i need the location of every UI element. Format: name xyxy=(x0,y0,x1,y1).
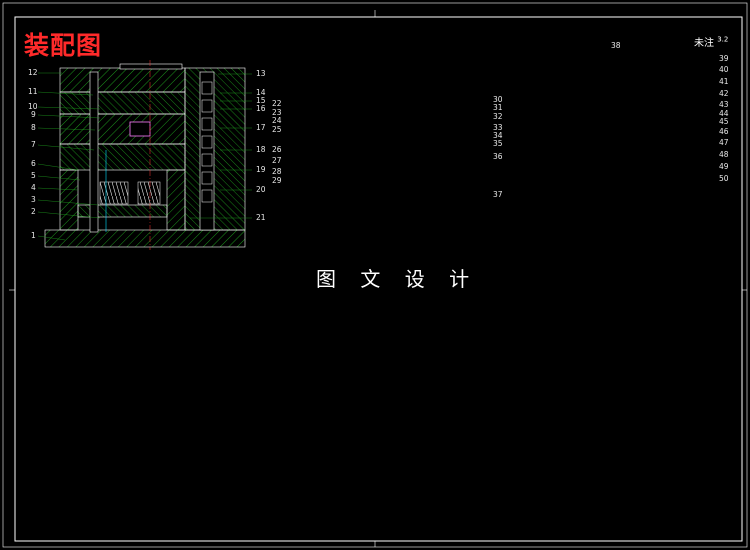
callout: 46 xyxy=(719,127,729,136)
callout: 18 xyxy=(256,145,266,154)
callout: 5 xyxy=(31,171,36,180)
callout: 37 xyxy=(493,190,503,199)
callout: 47 xyxy=(719,138,729,147)
section-view-left xyxy=(44,60,246,250)
callout: 38 xyxy=(611,41,621,50)
drawing-title: 装配图 xyxy=(24,31,103,60)
callout: 16 xyxy=(256,104,266,113)
callout: 12 xyxy=(28,68,38,77)
callout: 32 xyxy=(493,112,503,121)
callout: 35 xyxy=(493,139,503,148)
callout: 8 xyxy=(31,123,36,132)
callout: 40 xyxy=(719,65,729,74)
callout: 28 xyxy=(272,167,282,176)
callout: 2 xyxy=(31,207,36,216)
callout: 9 xyxy=(31,110,36,119)
callout: 22 xyxy=(272,99,282,108)
callout: 31 xyxy=(493,103,503,112)
callout: 4 xyxy=(31,183,36,192)
callout: 14 xyxy=(256,88,266,97)
callout: 26 xyxy=(272,145,282,154)
callout: 44 xyxy=(719,109,729,118)
callout: 34 xyxy=(493,131,503,140)
callout: 45 xyxy=(719,117,729,126)
callout: 17 xyxy=(256,123,266,132)
callout: 21 xyxy=(256,213,266,222)
callout: 29 xyxy=(272,176,282,185)
callout: 42 xyxy=(719,89,729,98)
callout: 27 xyxy=(272,156,282,165)
callout: 6 xyxy=(31,159,36,168)
callout: 49 xyxy=(719,162,729,171)
callout: 33 xyxy=(493,123,503,132)
callout: 7 xyxy=(31,140,36,149)
callout: 41 xyxy=(719,77,729,86)
roughness-value: 3.2 xyxy=(717,35,729,44)
callout: 43 xyxy=(719,100,729,109)
callout: 50 xyxy=(719,174,729,183)
callout: 11 xyxy=(28,87,38,96)
callout: 30 xyxy=(493,95,503,104)
callout: 3 xyxy=(31,195,36,204)
callout: 20 xyxy=(256,185,266,194)
callout: 39 xyxy=(719,54,729,63)
callout: 15 xyxy=(256,96,266,105)
drawing-subtitle: 图 文 设 计 xyxy=(316,267,479,291)
note-label: 未注 xyxy=(694,38,714,49)
roughness-note: 未注 3.2 xyxy=(694,34,728,49)
callout: 13 xyxy=(256,69,266,78)
callout: 1 xyxy=(31,231,36,240)
callout: 10 xyxy=(28,102,38,111)
callout: 36 xyxy=(493,152,503,161)
leader-lines-left xyxy=(37,72,252,241)
callout: 19 xyxy=(256,165,266,174)
callout: 23 xyxy=(272,108,282,117)
callout: 25 xyxy=(272,125,282,134)
callout: 24 xyxy=(272,116,282,125)
callout: 48 xyxy=(719,150,729,159)
